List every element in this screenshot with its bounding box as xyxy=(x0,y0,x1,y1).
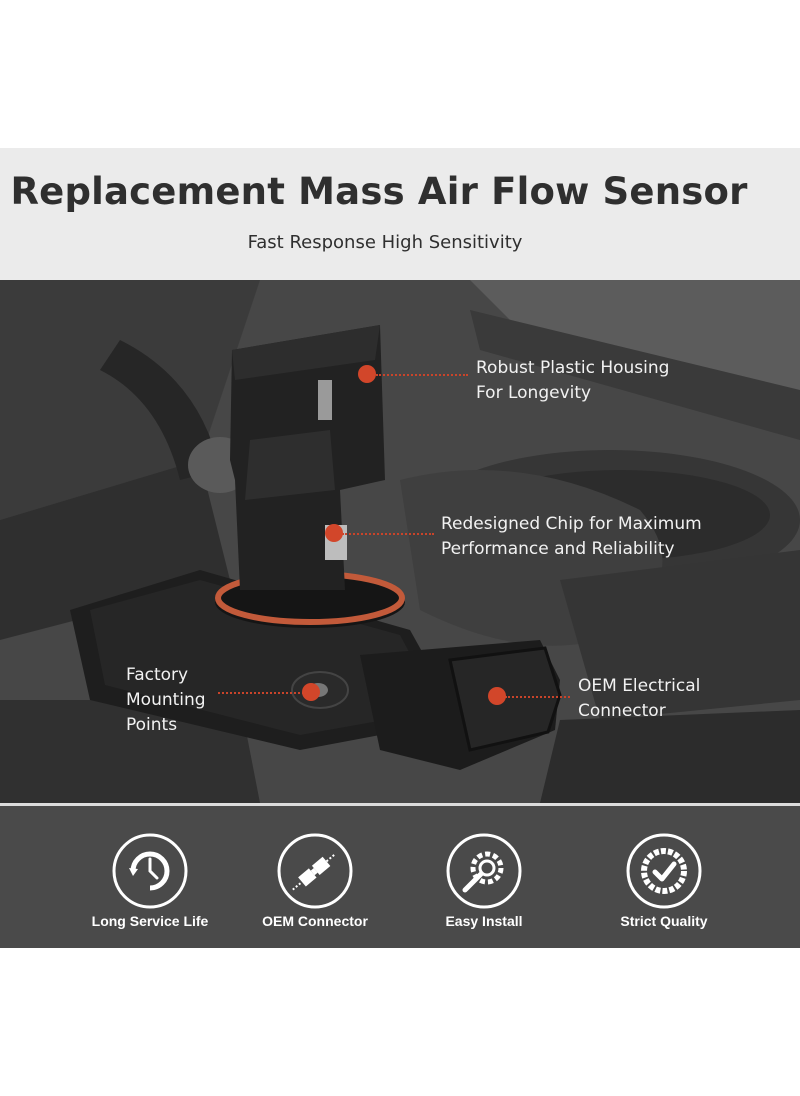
feature-oem-connector: OEM Connector xyxy=(225,832,405,929)
housing-callout: Robust Plastic Housing For Longevity xyxy=(476,356,669,406)
chip-callout-line2: Performance and Reliability xyxy=(441,539,675,559)
housing-leader xyxy=(376,374,468,376)
page-subtitle: Fast Response High Sensitivity xyxy=(247,232,523,253)
chip-callout: Redesigned Chip for Maximum Performance … xyxy=(441,512,702,562)
connector-callout-line1: OEM Electrical xyxy=(578,676,701,696)
housing-callout-line2: For Longevity xyxy=(476,383,592,403)
mounting-marker xyxy=(302,683,320,701)
mounting-callout-line3: Points xyxy=(126,715,178,735)
clock-icon xyxy=(112,833,188,909)
chip-callout-line1: Redesigned Chip for Maximum xyxy=(441,514,702,534)
feature-label-easy-install: Easy Install xyxy=(445,913,523,929)
connector-icon xyxy=(277,833,353,909)
product-photo: Robust Plastic Housing For Longevity Red… xyxy=(0,280,800,803)
mounting-callout-line2: Mounting xyxy=(126,690,206,710)
housing-callout-line1: Robust Plastic Housing xyxy=(476,358,670,378)
connector-callout: OEM Electrical Connector xyxy=(578,674,700,724)
feature-label-oem-connector: OEM Connector xyxy=(262,913,368,929)
connector-marker xyxy=(488,687,506,705)
engine-bay-background xyxy=(0,280,800,803)
feature-easy-install: Easy Install xyxy=(394,832,574,929)
chip-leader xyxy=(342,533,434,535)
connector-callout-line2: Connector xyxy=(578,701,666,721)
mounting-callout-line1: Factory xyxy=(126,665,189,685)
page-title: Replacement Mass Air Flow Sensor xyxy=(10,170,748,213)
feature-label-strict-quality: Strict Quality xyxy=(620,913,708,929)
feature-strict-quality: Strict Quality xyxy=(574,832,754,929)
chip-marker xyxy=(325,524,343,542)
checkmark-badge-icon xyxy=(626,833,702,909)
mounting-callout: Factory Mounting Points xyxy=(126,663,206,738)
section-divider xyxy=(0,803,800,806)
mounting-leader xyxy=(218,692,308,694)
connector-leader xyxy=(505,696,570,698)
wrench-gear-icon xyxy=(446,833,522,909)
header-band xyxy=(0,148,800,280)
feature-long-service-life: Long Service Life xyxy=(60,832,240,929)
feature-label-long-service-life: Long Service Life xyxy=(91,913,209,929)
housing-marker xyxy=(358,365,376,383)
